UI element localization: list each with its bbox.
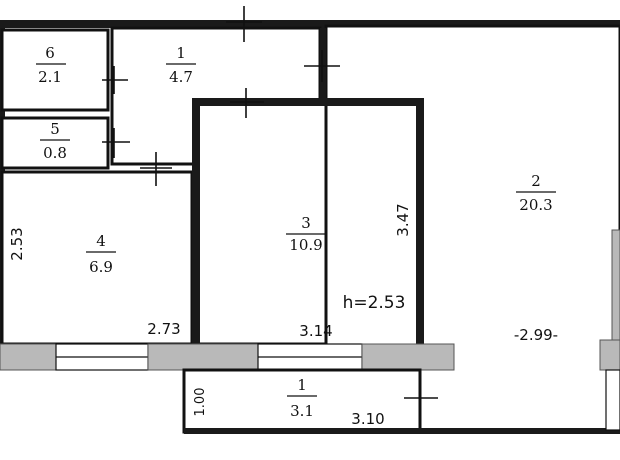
room4-width-dim: 2.73 xyxy=(147,320,180,338)
right-wall-lower xyxy=(599,339,620,371)
svg-text:10.9: 10.9 xyxy=(289,236,322,254)
svg-text:3.1: 3.1 xyxy=(290,402,314,420)
room3-width-dim: 3.14 xyxy=(299,322,332,340)
partition-3-2 xyxy=(416,100,424,344)
room3-height-dim: 3.47 xyxy=(394,203,412,236)
balcony xyxy=(182,368,422,434)
svg-text:1: 1 xyxy=(297,376,307,394)
partition-4-3 xyxy=(192,100,200,344)
svg-text:2.1: 2.1 xyxy=(38,68,62,86)
room-4 xyxy=(0,170,194,346)
room-2-label: 2 20.3 xyxy=(516,172,556,214)
partition-3-top xyxy=(192,98,424,106)
svg-text:4: 4 xyxy=(96,232,106,250)
bottom-wall-mid xyxy=(147,343,259,371)
bottom-wall-right xyxy=(361,343,455,371)
room-3-label: 3 10.9 xyxy=(286,214,326,254)
svg-text:3: 3 xyxy=(301,214,311,232)
svg-text:5: 5 xyxy=(50,120,60,138)
right-window xyxy=(605,369,620,431)
ceiling-height-dim: h=2.53 xyxy=(343,293,406,313)
bottom-wall-left xyxy=(0,343,57,371)
room-4-label: 4 6.9 xyxy=(86,232,116,276)
room-6 xyxy=(0,28,110,112)
svg-text:20.3: 20.3 xyxy=(519,196,552,214)
room-5 xyxy=(0,116,110,170)
svg-text:4.7: 4.7 xyxy=(169,68,193,86)
balcony-depth-dim: 1.00 xyxy=(193,388,208,417)
top-wall xyxy=(0,20,620,28)
balcony-width-dim: 3.10 xyxy=(351,410,384,428)
balcony-label: 1 3.1 xyxy=(287,376,317,420)
door-marks xyxy=(102,6,438,416)
room2-width-dim: -2.99- xyxy=(514,326,558,344)
svg-text:2: 2 xyxy=(531,172,541,190)
svg-text:6: 6 xyxy=(45,44,55,62)
room4-height-dim: 2.53 xyxy=(8,227,26,260)
balcony-rail xyxy=(184,428,620,434)
room-5-label: 5 0.8 xyxy=(40,120,70,162)
right-wall-upper xyxy=(611,229,620,341)
svg-text:1: 1 xyxy=(176,44,186,62)
partition-1-2 xyxy=(320,28,326,100)
room-1-label: 1 4.7 xyxy=(166,44,196,86)
svg-text:0.8: 0.8 xyxy=(43,144,67,162)
svg-text:6.9: 6.9 xyxy=(89,258,113,276)
room-6-label: 6 2.1 xyxy=(36,44,66,86)
